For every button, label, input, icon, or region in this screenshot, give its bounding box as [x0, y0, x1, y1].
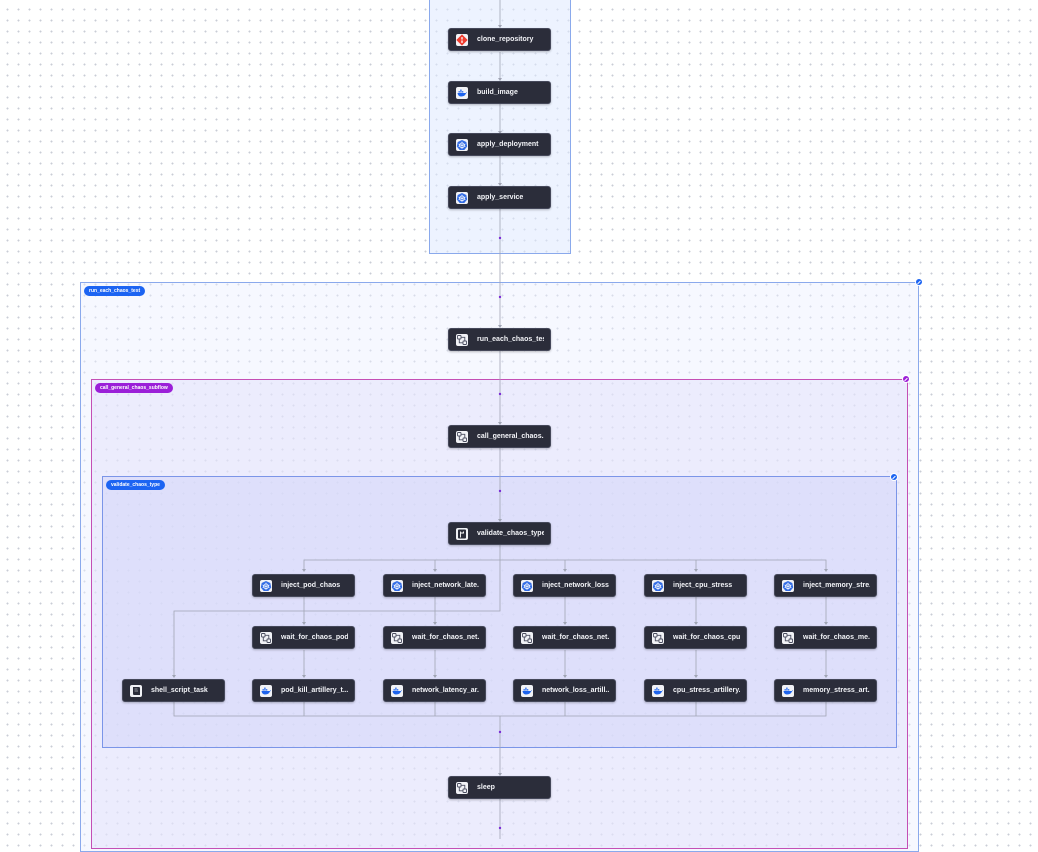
- kubernetes-icon: [456, 139, 468, 151]
- group-label-run-each-chaos-test[interactable]: run_each_chaos_test: [84, 286, 146, 296]
- subflow-icon: [521, 632, 533, 644]
- node-label: clone_repository: [477, 36, 534, 43]
- docker-icon: [456, 87, 468, 99]
- task-node-call-general-chaos[interactable]: call_general_chaos...: [448, 425, 551, 448]
- task-node-network-latency-artillery[interactable]: network_latency_ar...: [383, 679, 486, 702]
- task-node-wait-for-chaos-network-latency[interactable]: wait_for_chaos_net...: [383, 626, 486, 649]
- task-node-wait-for-chaos-cpu[interactable]: wait_for_chaos_cpu: [644, 626, 747, 649]
- script-icon: [130, 685, 142, 697]
- node-label: wait_for_chaos_cpu: [673, 634, 740, 641]
- kubernetes-icon: [456, 192, 468, 204]
- node-label: wait_for_chaos_net...: [542, 634, 609, 641]
- task-node-clone-repository[interactable]: clone_repository: [448, 28, 551, 51]
- node-label: wait_for_chaos_pod...: [281, 634, 348, 641]
- subflow-icon: [456, 431, 468, 443]
- docker-icon: [260, 685, 272, 697]
- subflow-icon: [456, 334, 468, 346]
- task-node-sleep[interactable]: sleep: [448, 776, 551, 799]
- node-label: wait_for_chaos_me...: [803, 634, 870, 641]
- subflow-icon: [260, 632, 272, 644]
- kubernetes-icon: [391, 580, 403, 592]
- docker-icon: [391, 685, 403, 697]
- subflow-icon: [456, 782, 468, 794]
- node-label: network_latency_ar...: [412, 687, 479, 694]
- node-label: build_image: [477, 89, 518, 96]
- collapse-group-icon[interactable]: [902, 375, 910, 383]
- node-label: call_general_chaos...: [477, 433, 544, 440]
- subflow-icon: [652, 632, 664, 644]
- group-label-validate-chaos-type[interactable]: validate_chaos_type: [106, 480, 165, 490]
- kubernetes-icon: [260, 580, 272, 592]
- task-node-apply-service[interactable]: apply_service: [448, 186, 551, 209]
- node-label: run_each_chaos_test: [477, 336, 544, 343]
- switch-icon: [456, 528, 468, 540]
- docker-icon: [652, 685, 664, 697]
- node-label: inject_memory_stre...: [803, 582, 870, 589]
- node-label: wait_for_chaos_net...: [412, 634, 479, 641]
- task-node-pod-kill-artillery[interactable]: pod_kill_artillery_t...: [252, 679, 355, 702]
- git-icon: [456, 34, 468, 46]
- node-label: shell_script_task: [151, 687, 208, 694]
- collapse-group-icon[interactable]: [890, 473, 898, 481]
- task-node-cpu-stress-artillery[interactable]: cpu_stress_artillery...: [644, 679, 747, 702]
- kubernetes-icon: [782, 580, 794, 592]
- docker-icon: [521, 685, 533, 697]
- node-label: apply_service: [477, 194, 524, 201]
- task-node-memory-stress-artillery[interactable]: memory_stress_art...: [774, 679, 877, 702]
- node-label: inject_pod_chaos: [281, 582, 341, 589]
- task-node-build-image[interactable]: build_image: [448, 81, 551, 104]
- task-node-inject-network-latency[interactable]: inject_network_late...: [383, 574, 486, 597]
- group-validate-chaos-type: validate_chaos_type: [102, 473, 898, 748]
- node-label: cpu_stress_artillery...: [673, 687, 740, 694]
- kubernetes-icon: [521, 580, 533, 592]
- subflow-icon: [782, 632, 794, 644]
- task-node-wait-for-chaos-memory[interactable]: wait_for_chaos_me...: [774, 626, 877, 649]
- node-label: inject_network_late...: [412, 582, 479, 589]
- node-label: network_loss_artill...: [542, 687, 609, 694]
- task-node-wait-for-chaos-pod[interactable]: wait_for_chaos_pod...: [252, 626, 355, 649]
- node-label: inject_network_loss: [542, 582, 609, 589]
- node-label: memory_stress_art...: [803, 687, 870, 694]
- subflow-icon: [391, 632, 403, 644]
- task-node-wait-for-chaos-network-loss[interactable]: wait_for_chaos_net...: [513, 626, 616, 649]
- task-node-apply-deployment[interactable]: apply_deployment: [448, 133, 551, 156]
- task-node-inject-pod-chaos[interactable]: inject_pod_chaos: [252, 574, 355, 597]
- node-label: validate_chaos_type: [477, 530, 544, 537]
- task-node-shell-script-task[interactable]: shell_script_task: [122, 679, 225, 702]
- kubernetes-icon: [652, 580, 664, 592]
- docker-icon: [782, 685, 794, 697]
- task-node-inject-cpu-stress[interactable]: inject_cpu_stress: [644, 574, 747, 597]
- task-node-inject-memory-stress[interactable]: inject_memory_stre...: [774, 574, 877, 597]
- task-node-validate-chaos-type[interactable]: validate_chaos_type: [448, 522, 551, 545]
- task-node-network-loss-artillery[interactable]: network_loss_artill...: [513, 679, 616, 702]
- node-label: inject_cpu_stress: [673, 582, 733, 589]
- group-label-call-general-chaos-subflow[interactable]: call_general_chaos_subflow: [95, 383, 173, 393]
- node-label: apply_deployment: [477, 141, 539, 148]
- node-label: sleep: [477, 784, 495, 791]
- node-label: pod_kill_artillery_t...: [281, 687, 348, 694]
- task-node-run-each-chaos-test[interactable]: run_each_chaos_test: [448, 328, 551, 351]
- collapse-group-icon[interactable]: [915, 278, 923, 286]
- task-node-inject-network-loss[interactable]: inject_network_loss: [513, 574, 616, 597]
